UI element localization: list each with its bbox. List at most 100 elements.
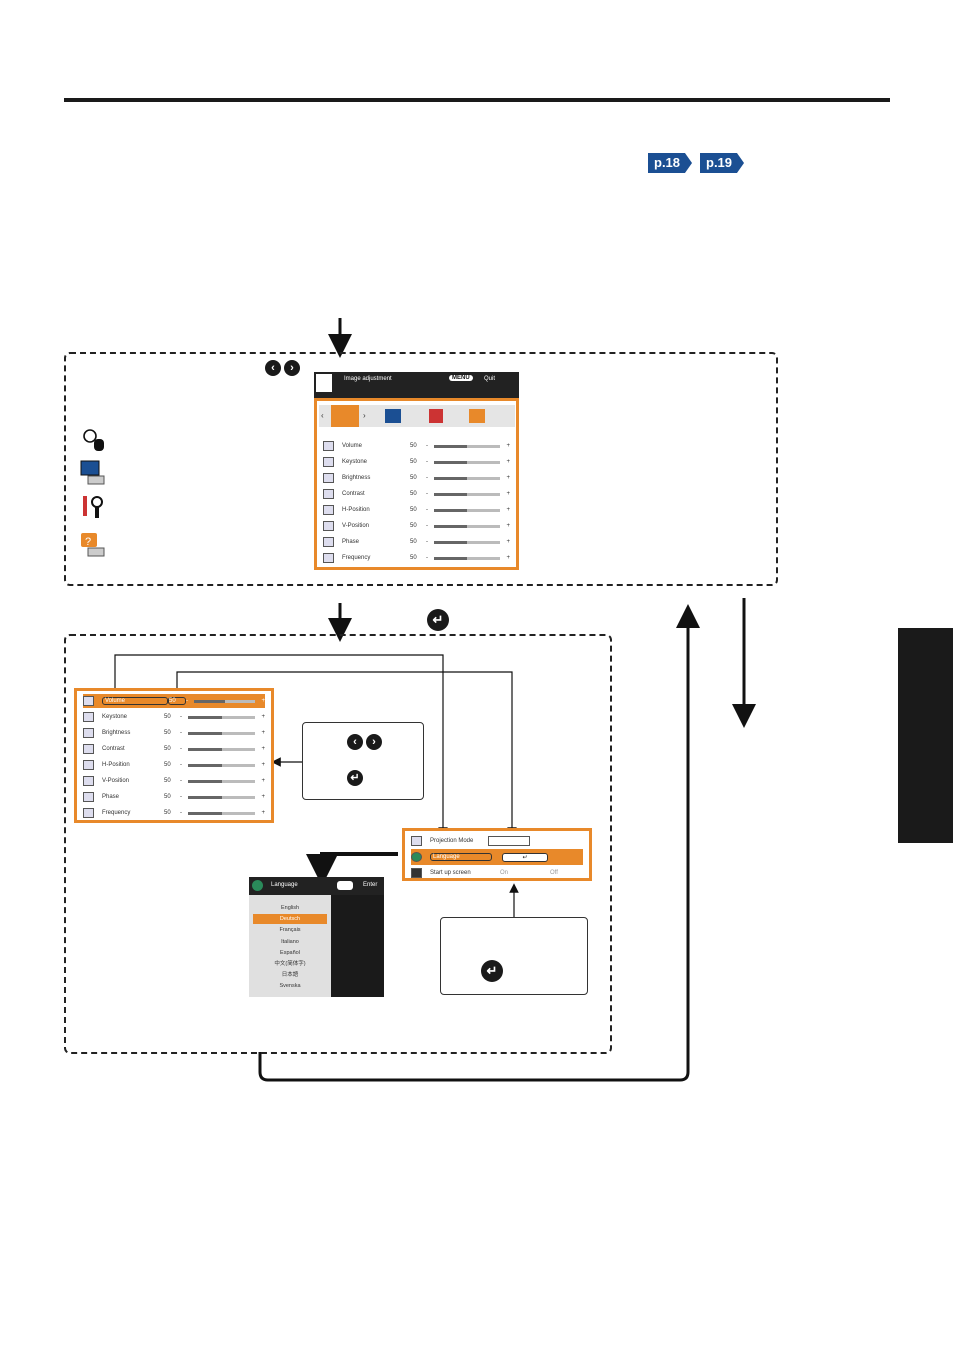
language-option[interactable]: Italiano: [281, 938, 299, 945]
plus-sign: +: [261, 810, 265, 816]
row-value: 50: [410, 555, 417, 561]
row-slider[interactable]: [194, 699, 256, 703]
language-option[interactable]: Français: [279, 927, 301, 934]
adjust-note-box: ‹ › ↵: [302, 722, 424, 800]
settings-menu-panel: Projection Mode Language ↵ Start up scre…: [402, 828, 592, 881]
frequency-icon: [323, 553, 334, 563]
row-slider[interactable]: [434, 460, 501, 464]
row-slider[interactable]: [188, 731, 256, 735]
tab-right-arrow-icon[interactable]: ›: [363, 411, 366, 420]
projection-mode-icon: [411, 836, 422, 846]
tab-left-arrow-icon[interactable]: ‹: [321, 411, 324, 420]
plus-sign: +: [261, 730, 265, 736]
language-option[interactable]: Deutsch: [253, 914, 327, 925]
row-slider[interactable]: [188, 747, 256, 751]
projection-mode-options[interactable]: [488, 836, 530, 846]
enter-button-icon: ↵: [427, 609, 449, 631]
language-option[interactable]: 日本語: [281, 972, 299, 979]
tab-image-adjustment[interactable]: [331, 405, 359, 427]
row-slider[interactable]: [434, 556, 501, 560]
v-position-icon: [83, 776, 94, 786]
row-label: Contrast: [102, 746, 125, 752]
row-slider[interactable]: [434, 444, 501, 448]
row-value: 50: [410, 539, 417, 545]
row-label: V-Position: [342, 523, 370, 529]
speaker-icon: [83, 696, 94, 706]
row-label: V-Position: [102, 778, 130, 784]
row-slider[interactable]: [188, 715, 256, 719]
row-slider[interactable]: [434, 492, 501, 496]
row-label: Keystone: [102, 714, 128, 720]
help-icon: ?: [80, 532, 106, 558]
tab-display[interactable]: [385, 409, 401, 423]
image-adjustment-icon: [80, 426, 106, 452]
settings-row-language[interactable]: Language ↵: [411, 849, 583, 865]
language-selected-label: Language: [430, 853, 492, 861]
row-value: 50: [410, 475, 417, 481]
keystone-icon: [83, 712, 94, 722]
row-value: 50: [410, 443, 417, 449]
minus-sign: -: [426, 459, 428, 465]
minus-sign: -: [180, 746, 182, 752]
minus-sign: -: [426, 491, 428, 497]
page-ref-badge-19[interactable]: p.19: [700, 153, 745, 173]
main-menu-title: Image adjustment: [344, 376, 392, 382]
leader-value: [176, 671, 517, 837]
plus-sign: +: [261, 714, 265, 720]
row-slider[interactable]: [188, 811, 256, 815]
startup-on[interactable]: On: [500, 870, 509, 876]
h-position-icon: [323, 505, 334, 515]
speaker-icon: [323, 441, 334, 451]
settings-row-label: Projection Mode: [430, 838, 474, 844]
row-slider[interactable]: [434, 476, 501, 480]
language-option[interactable]: English: [280, 905, 300, 911]
row-label: Frequency: [342, 555, 371, 561]
phase-icon: [83, 792, 94, 802]
page-ref-badge-18[interactable]: p.18: [648, 153, 693, 173]
plus-sign: +: [506, 459, 510, 465]
tab-help[interactable]: [469, 409, 485, 423]
frequency-icon: [83, 808, 94, 818]
language-option[interactable]: Español: [280, 949, 300, 956]
tab-tools[interactable]: [429, 409, 443, 423]
minus-sign: -: [426, 523, 428, 529]
language-enter-field[interactable]: ↵: [502, 852, 548, 862]
menu-key-badge: MENU: [449, 375, 473, 381]
category-tab-bar: ‹ ›: [319, 405, 515, 427]
row-slider[interactable]: [434, 524, 501, 528]
language-option[interactable]: Svenska: [279, 983, 301, 990]
row-slider[interactable]: [434, 540, 501, 544]
row-slider[interactable]: [188, 779, 256, 783]
language-option[interactable]: 中文(简体字): [274, 961, 306, 967]
settings-row-startup[interactable]: Start up screen On Off: [411, 866, 583, 880]
row-slider[interactable]: [434, 508, 501, 512]
settings-row-projection[interactable]: Projection Mode: [411, 834, 583, 848]
startup-off[interactable]: Off: [550, 870, 558, 876]
row-label: Brightness: [342, 475, 371, 481]
row-value: 50: [164, 730, 171, 736]
row-slider[interactable]: [188, 763, 256, 767]
minus-sign: -: [426, 475, 428, 481]
leader-volume: [114, 654, 448, 837]
image-adjustment-icon: [316, 374, 332, 392]
row-label: Phase: [102, 794, 120, 800]
row-slider[interactable]: [188, 795, 256, 799]
row-value: 50: [410, 491, 417, 497]
